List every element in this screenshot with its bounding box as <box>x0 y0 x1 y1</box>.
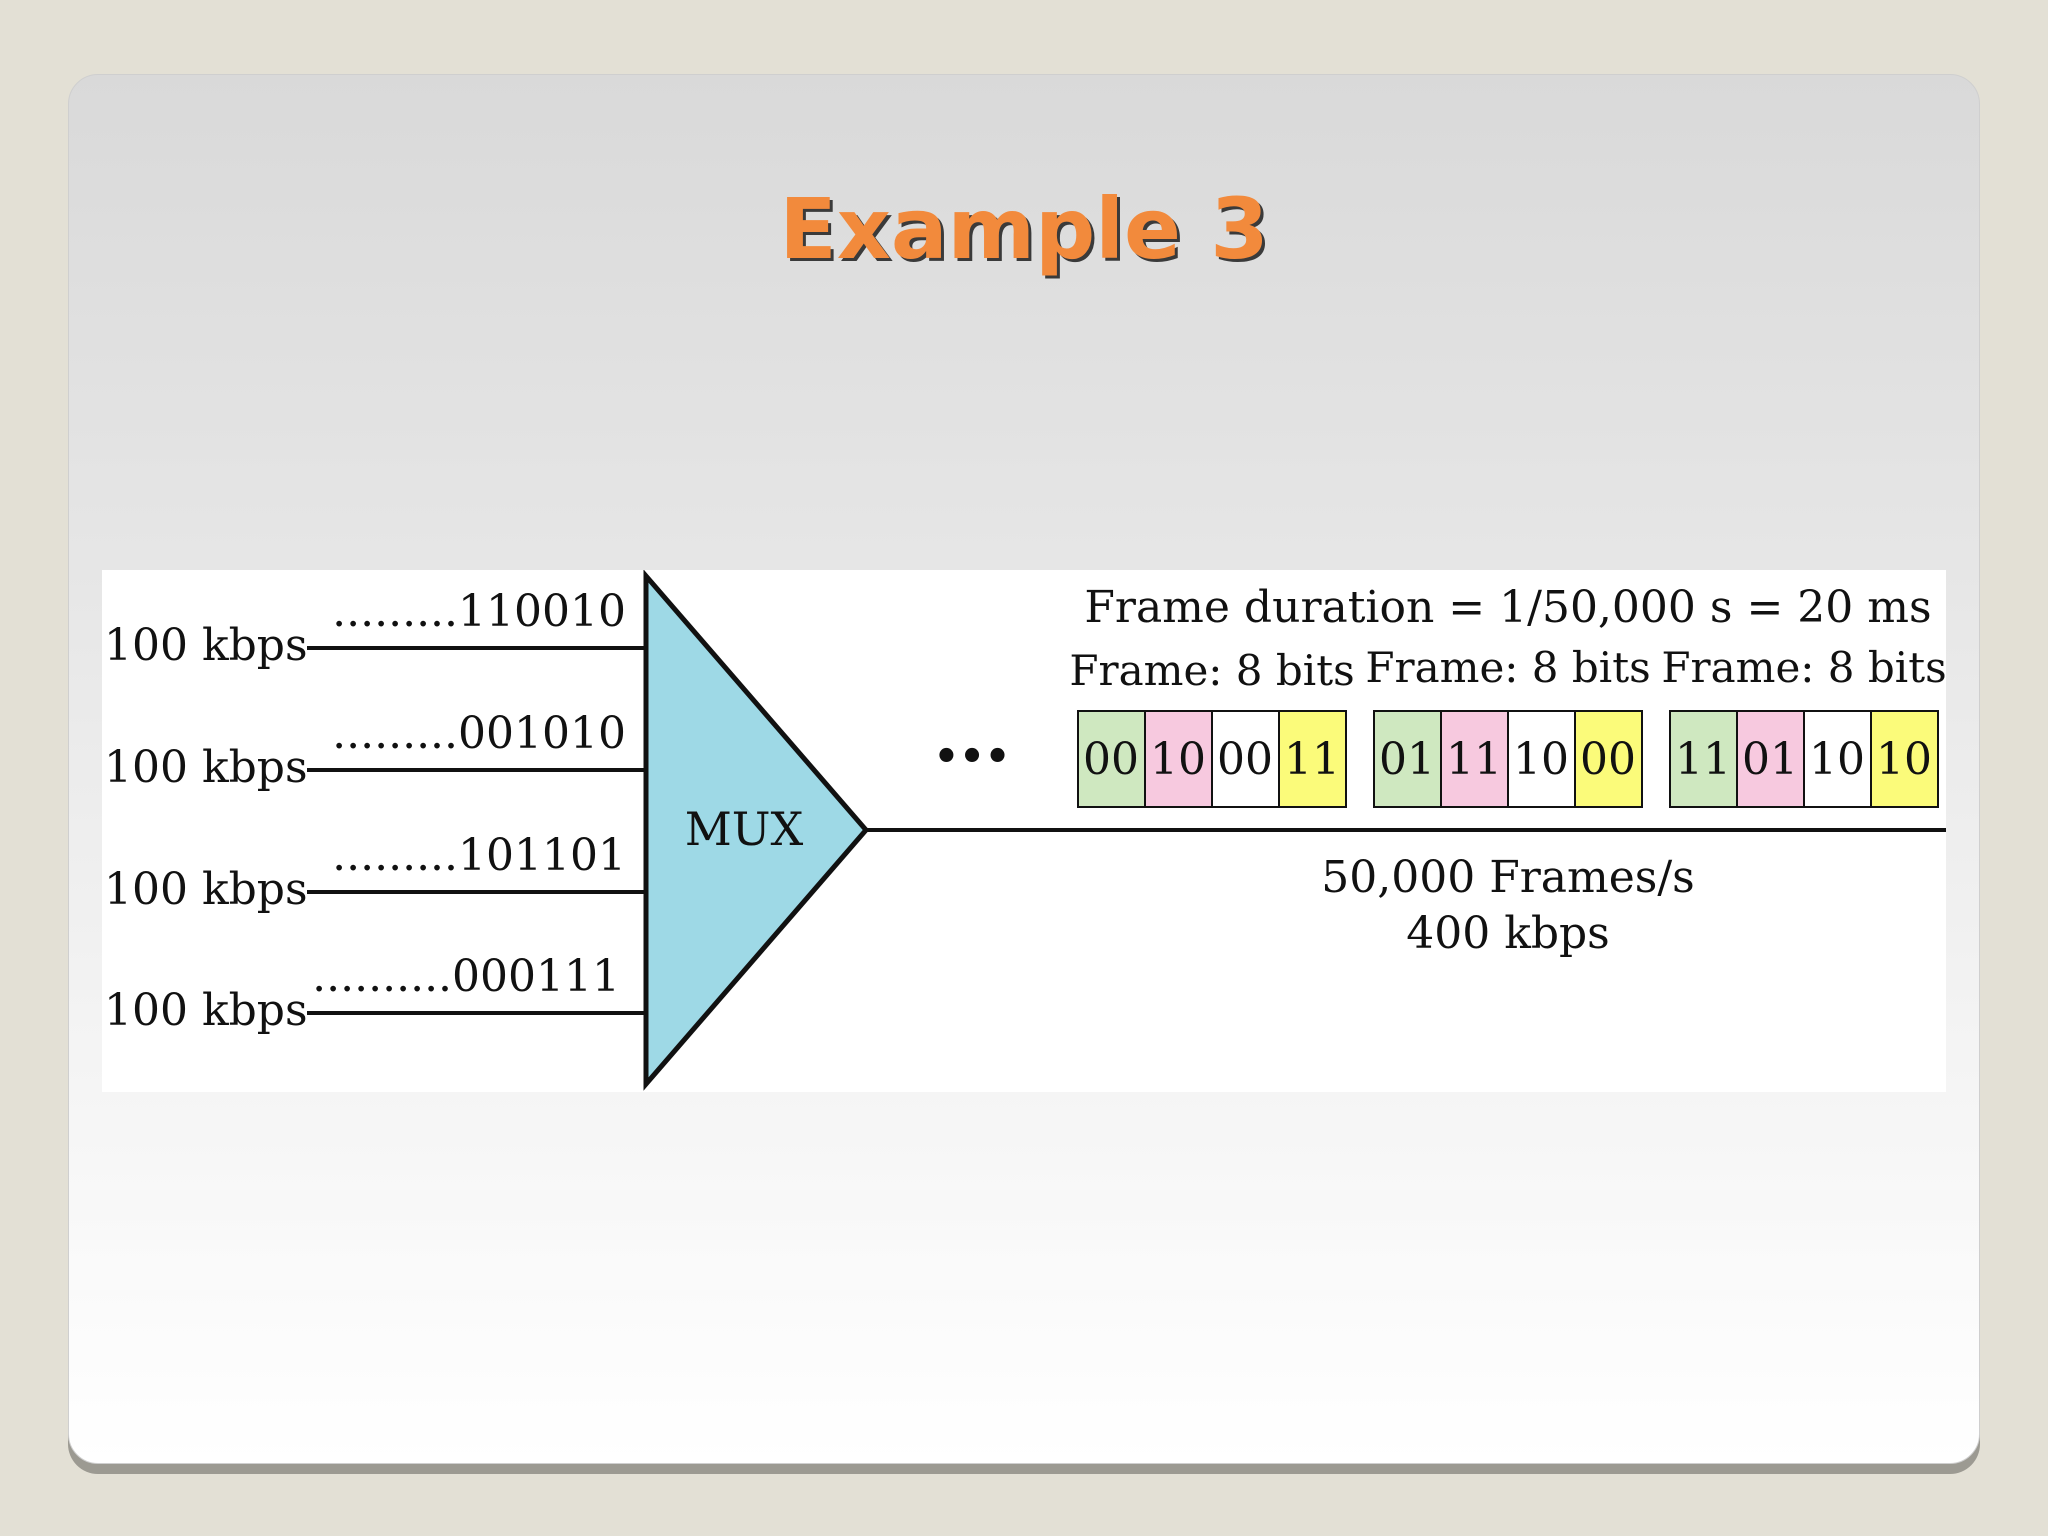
frame-2-slot-3: 10 <box>1513 734 1569 785</box>
frame-3-slot-2-box <box>1736 710 1805 808</box>
frame-2-slot-4-box <box>1574 710 1643 808</box>
frame-1-slot-4: 11 <box>1284 734 1340 785</box>
frame-1-slot-1: 00 <box>1083 734 1139 785</box>
frame-2-slot-4: 00 <box>1580 734 1636 785</box>
frame-2-slot-1: 01 <box>1379 734 1435 785</box>
frame-label-3: Frame: 8 bits <box>1661 643 1946 692</box>
frame-3-slot-4: 10 <box>1876 734 1932 785</box>
input-rate-1: 100 kbps <box>104 620 308 671</box>
tdm-diagram: 100 kbps 100 kbps 100 kbps 100 kbps ....… <box>102 570 1946 1092</box>
frame-2-slot-3-box <box>1507 710 1576 808</box>
frame-1-slot-1-box <box>1077 710 1146 808</box>
frame-1-slot-4-box <box>1278 710 1347 808</box>
frame-label-1: Frame: 8 bits <box>1069 646 1354 695</box>
frame-1-slot-3-box <box>1211 710 1280 808</box>
input-bits-4: ..........000111 <box>312 951 620 1002</box>
frame-duration: Frame duration = 1/50,000 s = 20 ms <box>1084 582 1931 633</box>
output-bitrate: 400 kbps <box>1406 908 1610 959</box>
frame-2-slot-1-box <box>1373 710 1442 808</box>
frame-3-slot-3-box <box>1803 710 1872 808</box>
input-lines <box>307 646 646 1015</box>
frame-label-2: Frame: 8 bits <box>1365 643 1650 692</box>
slide-title: Example 3 <box>779 180 1269 278</box>
frame-3: 11 01 10 10 <box>1669 710 1939 808</box>
input-bits-1: .........110010 <box>332 586 626 637</box>
frame-3-slot-2: 01 <box>1742 734 1798 785</box>
frame-3-slot-1-box <box>1669 710 1738 808</box>
mux-triangle <box>643 570 870 1091</box>
frame-1-slot-2: 10 <box>1150 734 1206 785</box>
output-frame-rate: 50,000 Frames/s <box>1321 852 1694 903</box>
input-bits-2: .........001010 <box>332 708 626 759</box>
frame-3-slot-1: 11 <box>1675 734 1731 785</box>
frame-1-slot-3: 00 <box>1217 734 1273 785</box>
mux-label: MUX <box>685 802 804 856</box>
input-rate-3: 100 kbps <box>104 864 308 915</box>
frame-2-slot-2-box <box>1440 710 1509 808</box>
input-bits-3: .........101101 <box>332 830 626 881</box>
ellipsis-dots: ••• <box>934 734 1011 780</box>
input-rate-2: 100 kbps <box>104 742 308 793</box>
frame-2-slot-2: 11 <box>1446 734 1502 785</box>
input-rate-4: 100 kbps <box>104 985 308 1036</box>
frame-3-slot-4-box <box>1870 710 1939 808</box>
frame-2: 01 11 10 00 <box>1373 710 1643 808</box>
frame-3-slot-3: 10 <box>1809 734 1865 785</box>
frame-1-slot-2-box <box>1144 710 1213 808</box>
frame-1: 00 10 00 11 <box>1077 710 1347 808</box>
